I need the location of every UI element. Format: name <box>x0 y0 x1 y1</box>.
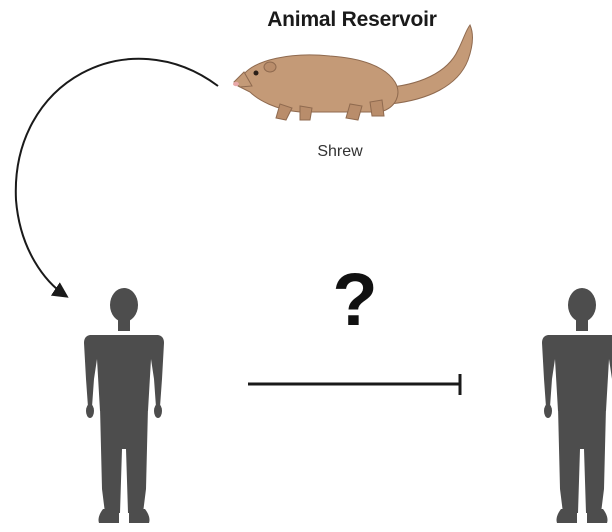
human-silhouette-icon-left <box>84 288 164 523</box>
unknown-transmission-symbol: ? <box>320 255 390 345</box>
shrew-icon <box>233 25 472 120</box>
human-silhouette-icon-right <box>542 288 612 523</box>
diagram-title: Animal Reservoir <box>228 8 476 32</box>
animal-label: Shrew <box>300 143 380 161</box>
transmission-line <box>248 374 460 395</box>
reservoir-arrow <box>16 59 218 296</box>
